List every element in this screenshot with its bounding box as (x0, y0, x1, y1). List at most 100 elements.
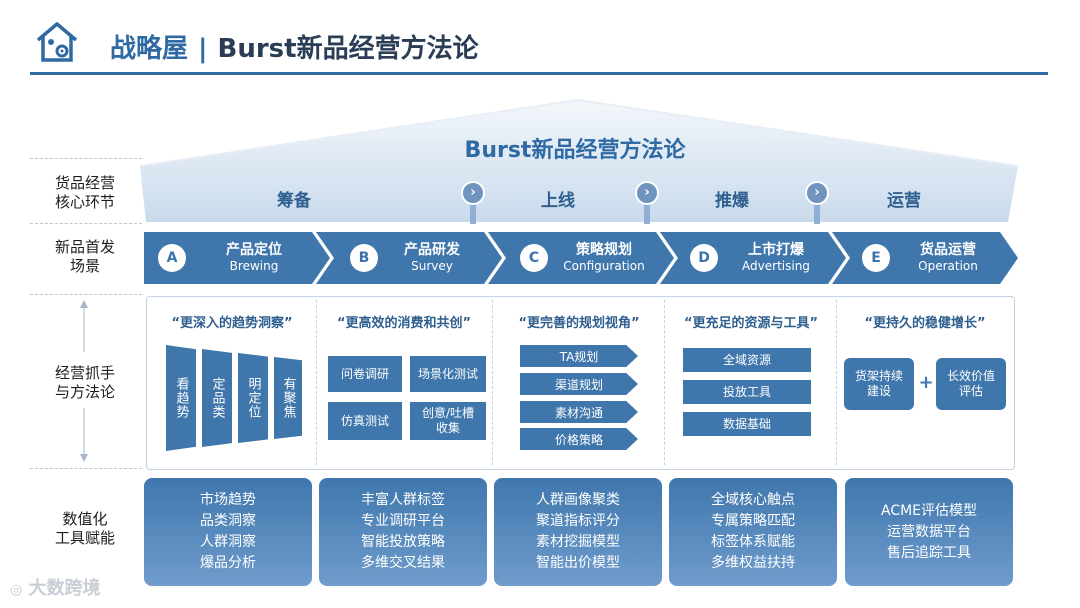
research-box: 问卷调研 (328, 356, 402, 392)
header-divider (30, 72, 1048, 75)
research-box: 仿真测试 (328, 402, 402, 440)
scenario-en: Configuration (563, 259, 645, 273)
house-gear-logo-icon (36, 22, 78, 62)
planning-tag: TA规划 (520, 345, 638, 367)
scenario-letter: D (690, 244, 718, 272)
tool-item: 智能投放策略 (361, 534, 445, 550)
row-label-line: 场景 (69, 257, 100, 275)
row-label-tools: 数值化 工具赋能 (30, 510, 140, 548)
roof-title: Burst新品经营方法论 (464, 138, 686, 163)
scenario-name: 产品研发 (404, 242, 460, 258)
watermark: ◎ 大数跨境 (10, 574, 101, 600)
row-divider (30, 468, 142, 469)
tool-card-1: 市场趋势 品类洞察 人群洞察 爆品分析 (144, 478, 312, 586)
tool-item: 品类洞察 (200, 513, 256, 529)
resource-box: 全域资源 (683, 348, 811, 372)
scenario-en: Survey (411, 259, 453, 273)
trend-bar: 明定位 (238, 353, 268, 443)
row-label-line: 货品经营 (54, 174, 115, 192)
stage-launch: 上线 (541, 191, 575, 211)
tool-item: 人群洞察 (200, 534, 256, 550)
scenario-en: Operation (918, 259, 978, 273)
scenario-name: 上市打爆 (748, 242, 804, 258)
tool-item: 售后追踪工具 (887, 544, 971, 561)
chevron-right-icon: › (461, 181, 485, 205)
plus-sign: + (918, 372, 934, 393)
connector-post-3 (814, 196, 820, 224)
method-quote: “更高效的消费和共创” (336, 316, 472, 331)
row-divider (30, 294, 142, 295)
arrow-down-icon (80, 408, 88, 462)
tool-card-4: 全域核心触点 专属策略匹配 标签体系赋能 多维权益扶持 (669, 478, 837, 586)
method-quote: “更完善的规划视角” (518, 316, 640, 331)
tool-card-2: 丰富人群标签 专业调研平台 智能投放策略 多维交叉结果 (319, 478, 487, 586)
tool-item: 标签体系赋能 (711, 534, 795, 550)
research-box: 创意/吐槽收集 (410, 402, 486, 440)
trend-bar: 看趋势 (166, 345, 196, 451)
row-label-methods: 经营抓手 与方法论 (30, 364, 140, 402)
planning-tag: 素材沟通 (520, 401, 638, 423)
title-left: 战略屋 (110, 34, 189, 64)
stage-boost: 推爆 (715, 191, 749, 211)
scenario-name: 货品运营 (920, 242, 976, 258)
tool-item: 专业调研平台 (361, 513, 445, 529)
tool-item: 丰富人群标签 (361, 492, 445, 508)
tool-item: 爆品分析 (200, 555, 256, 571)
tool-item: 全域核心触点 (711, 492, 795, 508)
tool-item: 人群画像聚类 (536, 492, 620, 508)
scenario-en: Advertising (742, 259, 810, 273)
stage-operate: 运营 (887, 191, 921, 211)
chevron-right-icon: › (635, 181, 659, 205)
panel-divider (316, 300, 317, 465)
row-label-line: 工具赋能 (54, 529, 115, 547)
row-label-line: 核心环节 (54, 193, 115, 211)
growth-left-text: 货架持续建设 (854, 369, 903, 398)
tool-item: 智能出价模型 (536, 555, 620, 571)
row-label-line: 与方法论 (54, 383, 115, 401)
row-label-line: 数值化 (62, 510, 108, 528)
scenario-letter: C (520, 244, 548, 272)
trend-bar: 有聚焦 (274, 357, 302, 439)
trend-bar: 定品类 (202, 349, 232, 447)
row-label-line: 新品首发 (54, 238, 115, 256)
resource-box: 数据基础 (683, 412, 811, 436)
tool-item: 专属策略匹配 (711, 513, 795, 529)
title-right: Burst新品经营方法论 (217, 34, 479, 64)
resource-box: 投放工具 (683, 380, 811, 404)
panel-divider (664, 300, 665, 465)
tool-card-5: ACME评估模型 运营数据平台 售后追踪工具 (845, 478, 1013, 586)
row-label-line: 经营抓手 (54, 364, 115, 382)
tool-item: 多维权益扶持 (711, 555, 795, 571)
tool-item: 素材挖掘模型 (536, 534, 620, 550)
growth-right-text: 长效价值评估 (946, 369, 995, 398)
chevron-right-icon: › (805, 181, 829, 205)
watermark-text: 大数跨境 (28, 578, 101, 599)
scenario-letter: B (350, 244, 378, 272)
panel-divider (492, 300, 493, 465)
row-divider (30, 223, 142, 224)
connector-post-1 (470, 196, 476, 224)
title-separator: | (198, 34, 208, 64)
scenario-letter: A (158, 244, 186, 272)
panel-divider (836, 300, 837, 465)
methods-panel (146, 296, 1015, 470)
row-label-core: 货品经营 核心环节 (30, 174, 140, 212)
method-quote: “更持久的稳健增长” (864, 316, 986, 331)
growth-box-value: 长效价值评估 (936, 358, 1006, 410)
connector-post-2 (644, 196, 650, 224)
planning-tag: 价格策略 (520, 428, 638, 450)
growth-box-shelf: 货架持续建设 (844, 358, 914, 410)
roof-shape (140, 98, 1019, 222)
scenario-name: 产品定位 (226, 242, 282, 258)
stage-prepare: 筹备 (277, 191, 311, 211)
row-label-scenario: 新品首发 场景 (30, 238, 140, 276)
arrow-up-icon (80, 300, 88, 352)
page-title: 战略屋 | Burst新品经营方法论 (110, 28, 479, 65)
tool-card-3: 人群画像聚类 聚道指标评分 素材挖掘模型 智能出价模型 (494, 478, 662, 586)
method-quote: “更深入的趋势洞察” (171, 316, 293, 331)
